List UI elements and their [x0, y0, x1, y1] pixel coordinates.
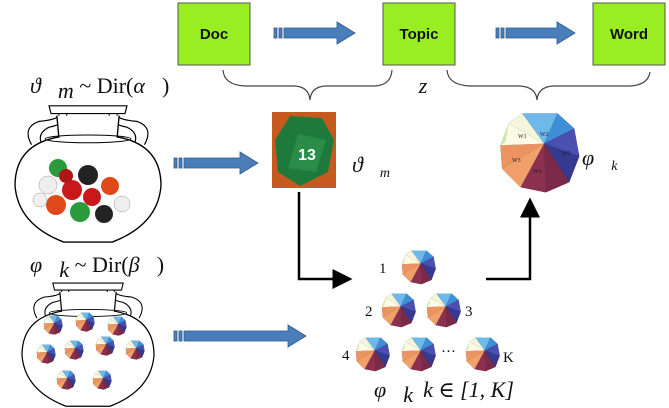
die-label-4: 4: [342, 348, 350, 364]
topic-box-bg: [382, 2, 456, 66]
topic-word-die: W1 W2 W3 W4 W5: [500, 113, 580, 193]
theta-sub: m: [58, 78, 74, 103]
die-face-number: 13: [298, 147, 316, 164]
face-w3: W3: [512, 158, 521, 164]
face-w1: W1: [518, 134, 527, 140]
topic-box: Topic: [382, 2, 456, 66]
brace-topic-word: [446, 69, 651, 101]
dir-text: ~ Dir(: [74, 73, 134, 98]
phi-sub: k: [59, 257, 70, 282]
arrow-doc-die-to-topic-dice: [297, 192, 353, 289]
doc-label: Doc: [200, 26, 228, 43]
phi-symbol: φ⃗: [30, 252, 59, 277]
doc-die-label: ϑ⃗m: [352, 152, 390, 181]
phi-sub: k: [611, 159, 618, 174]
word-box-bg: [592, 2, 666, 66]
doc-box-bg: [177, 2, 251, 66]
topic-label: Topic: [400, 26, 439, 43]
close-paren: ): [157, 252, 164, 277]
word-prior-formula: φ⃗k ~ Dir(β⃗): [30, 252, 164, 282]
doc-dice-vase: [14, 105, 162, 243]
theta-sub: m: [380, 166, 390, 181]
topic-dice-caption: φ⃗k k ∈ [1, K]: [374, 377, 514, 407]
close-paren: ): [162, 73, 169, 98]
phi-symbol: φ⃗: [582, 145, 611, 170]
phi-symbol: φ⃗: [374, 377, 403, 402]
alpha-symbol: α⃗: [133, 73, 162, 98]
topic-die-1: [401, 250, 436, 285]
doc-box: Doc: [177, 2, 251, 66]
die-label-3: 3: [465, 304, 473, 320]
theta-symbol: ϑ⃗: [352, 152, 380, 177]
die-label-k: K: [503, 350, 514, 366]
word-die-label: φ⃗k: [582, 145, 618, 174]
block-arrow-topic-word: [495, 21, 576, 45]
block-arrow-vase-to-doc-die: [173, 151, 259, 175]
beta-symbol: β⃗: [128, 252, 157, 277]
theta-symbol: ϑ⃗: [30, 73, 58, 98]
topic-dice-vase: [21, 282, 155, 407]
face-w2: W2: [540, 132, 549, 138]
topic-die-4: [355, 337, 390, 372]
topic-dice-set: 1 2 3 4 K ···: [342, 250, 514, 372]
face-w5: W5: [562, 151, 571, 157]
word-box: Word: [592, 2, 666, 66]
phi-sub: k: [403, 382, 414, 407]
topic-die-k: [465, 337, 500, 372]
doc-topic-die: 13: [272, 112, 336, 188]
mixed-dice-pile: [32, 159, 131, 223]
dir-text: ~ Dir(: [69, 252, 129, 277]
topic-die-2: [381, 293, 416, 328]
arrow-topic-dice-to-word-die: [486, 197, 540, 281]
die-label-2: 2: [365, 304, 373, 320]
k-range: k ∈ [1, K]: [423, 377, 514, 402]
dice-ellipsis: ···: [441, 344, 456, 360]
face-w4: W4: [533, 169, 542, 175]
topic-prior-formula: ϑ⃗m ~ Dir(α⃗): [30, 73, 169, 103]
brace-doc-topic: [222, 69, 393, 101]
latent-z-label: z: [418, 73, 428, 98]
block-arrow-vase-to-topic-dice: [173, 324, 307, 348]
word-label: Word: [610, 26, 648, 43]
topic-die-3: [426, 293, 461, 328]
topic-die-5: [401, 337, 436, 372]
die-label-1: 1: [379, 261, 387, 277]
block-arrow-doc-topic: [273, 21, 356, 45]
